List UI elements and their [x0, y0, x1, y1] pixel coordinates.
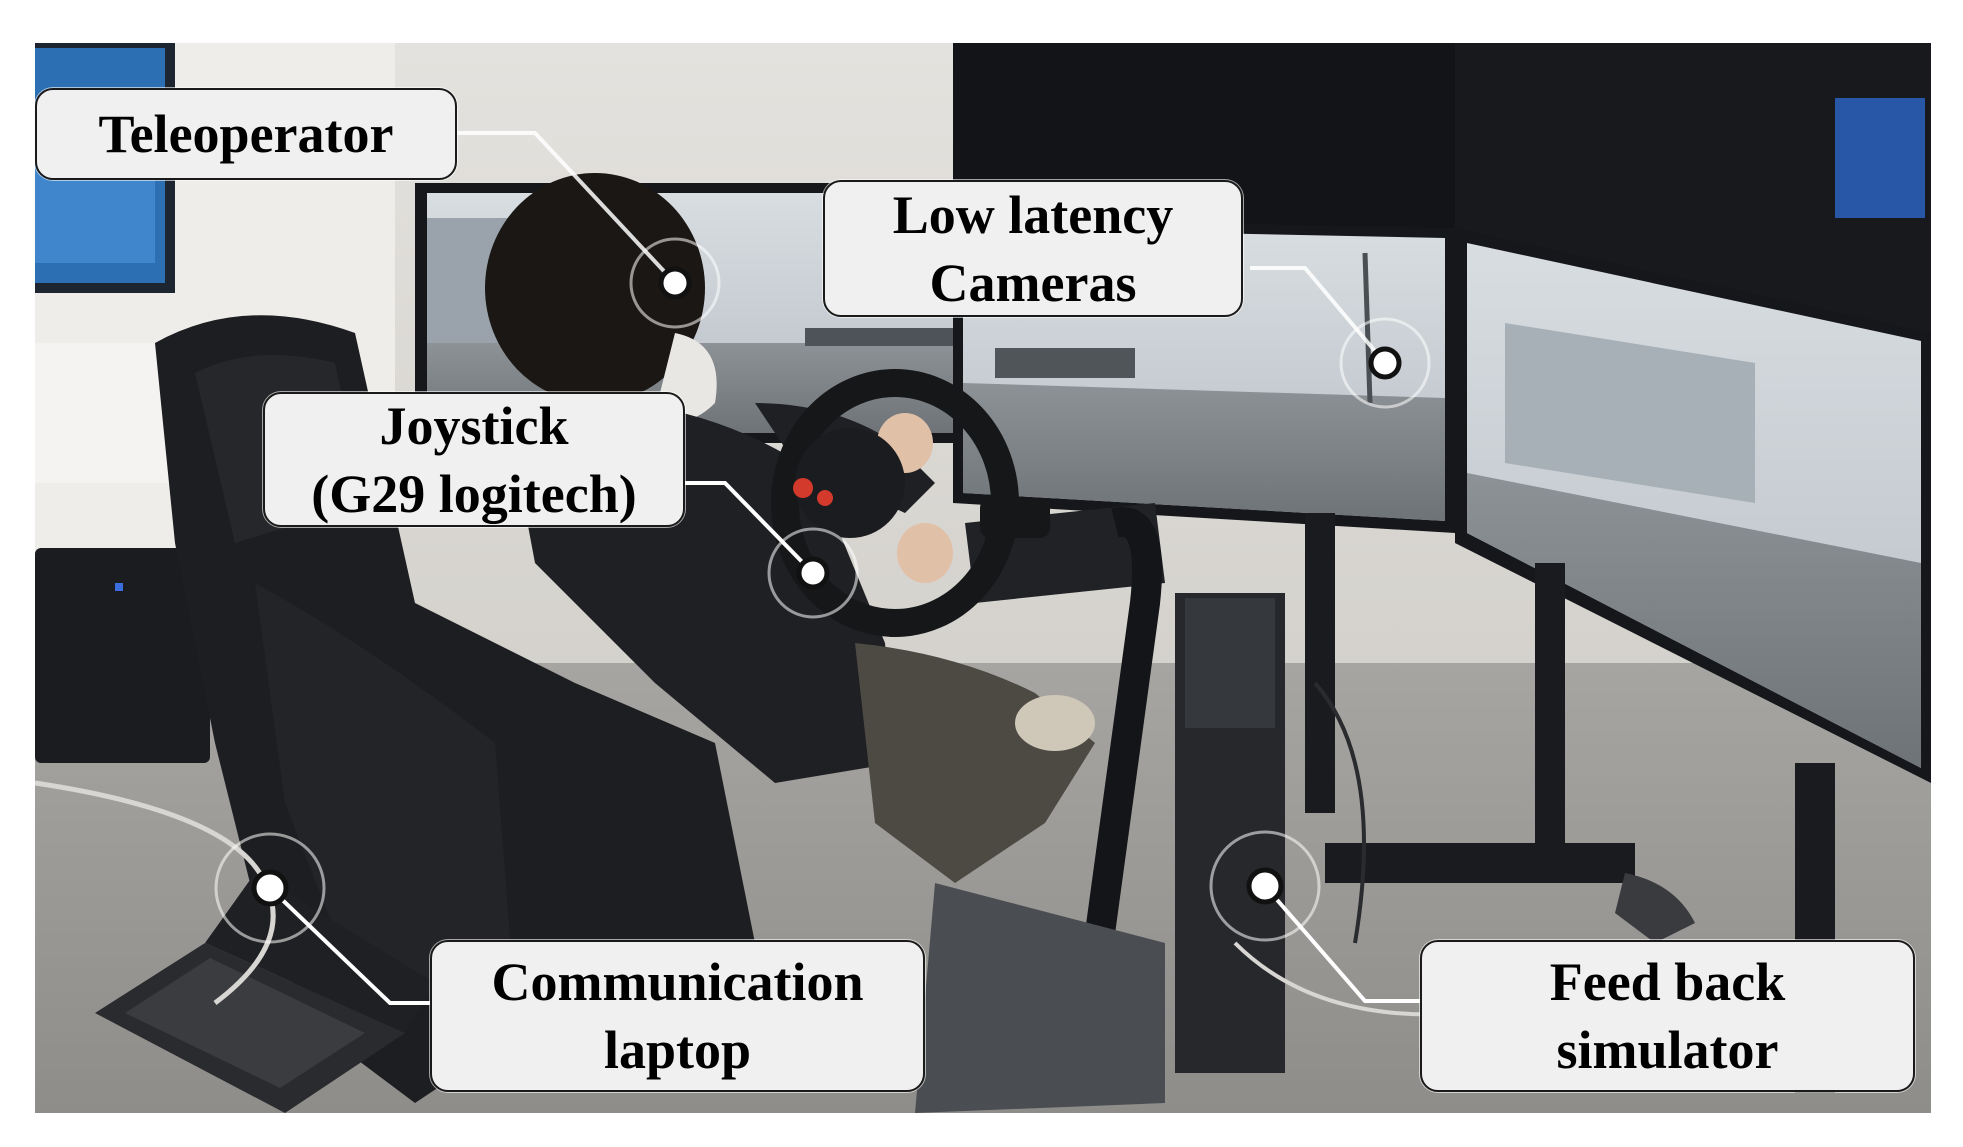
callout-markers	[214, 237, 1431, 944]
cameras-label-line2: Cameras	[929, 252, 1137, 313]
leader-lines	[268, 131, 1420, 1005]
simulator-rig	[915, 503, 1285, 1113]
simulator-label-line2: simulator	[1556, 1020, 1779, 1080]
laptop-label-line1: Communication	[491, 952, 864, 1012]
desktop-pc	[35, 548, 210, 763]
steering-wheel	[771, 369, 1050, 637]
cameras-label-line1: Low latency	[892, 184, 1174, 245]
teleoperator-label-text: Teleoperator	[98, 104, 394, 164]
laptop-label-line2: laptop	[603, 1020, 752, 1080]
simulator-label-line1: Feed back	[1549, 952, 1786, 1012]
joystick-label-line1: Joystick	[379, 395, 569, 456]
teleoperator-label: Teleoperator	[35, 88, 457, 180]
joystick-label-line2: (G29 logitech)	[311, 463, 637, 524]
cameras-label: Low latency Cameras	[823, 180, 1243, 317]
laptop-label: Communication laptop	[430, 940, 925, 1092]
joystick-label: Joystick (G29 logitech)	[263, 392, 685, 527]
camera-screen-3	[1455, 228, 1931, 783]
simulator-label: Feed back simulator	[1420, 940, 1915, 1092]
